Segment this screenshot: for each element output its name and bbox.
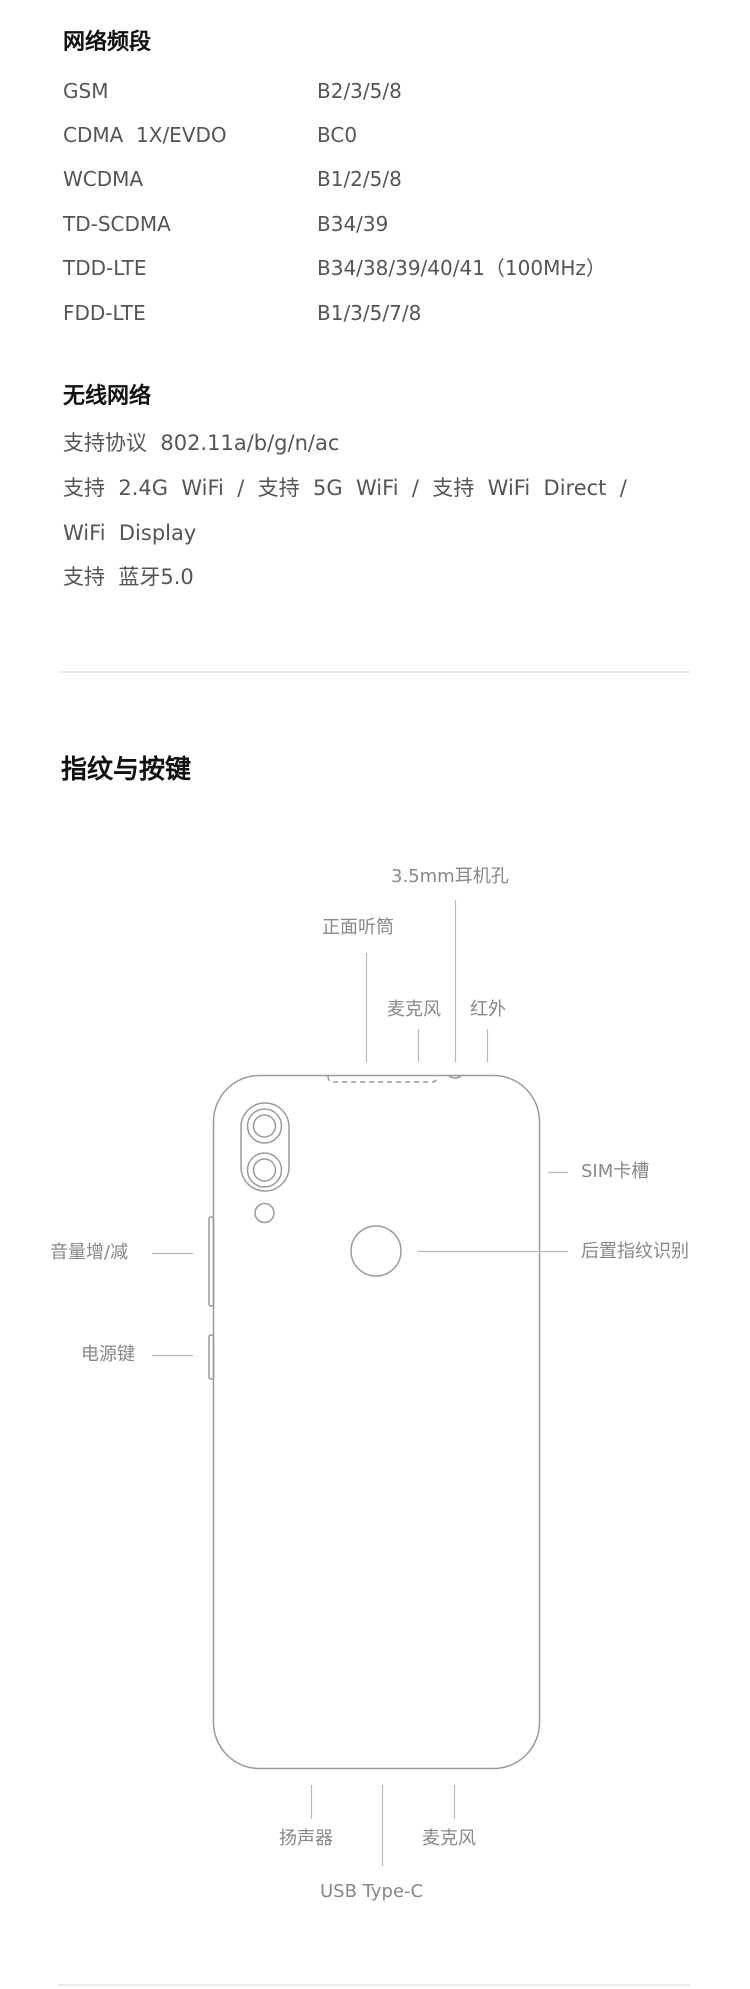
label-power: 电源键 bbox=[81, 1344, 135, 1365]
label-usb: USB Type-C bbox=[320, 1881, 424, 1902]
phone-outline bbox=[212, 1074, 541, 1770]
fingerprint-sensor bbox=[350, 1225, 402, 1277]
label-top-mic: 麦克风 bbox=[387, 999, 441, 1020]
table-row: FDD-LTE B1/3/5/7/8 bbox=[63, 298, 703, 328]
section-divider-bottom bbox=[58, 1984, 690, 1986]
label-rear-fingerprint: 后置指纹识别 bbox=[581, 1241, 689, 1262]
camera-lens-2-inner bbox=[252, 1158, 277, 1182]
table-row: GSM B2/3/5/8 bbox=[63, 76, 703, 106]
camera-lens-1-outer bbox=[246, 1108, 283, 1144]
band-label: FDD-LTE bbox=[63, 301, 146, 325]
wifi-protocol-line: 支持协议 802.11a/b/g/n/ac bbox=[63, 431, 340, 455]
band-value: B34/38/39/40/41（100MHz） bbox=[317, 256, 606, 280]
volume-button bbox=[208, 1216, 215, 1307]
band-value: B34/39 bbox=[317, 212, 389, 236]
band-value: B1/2/5/8 bbox=[317, 167, 402, 191]
section-title-fingerprint-keys: 指纹与按键 bbox=[61, 755, 192, 785]
table-row: TD-SCDMA B34/39 bbox=[63, 209, 703, 239]
section-title-network-bands: 网络频段 bbox=[63, 30, 152, 55]
label-earpiece: 正面听筒 bbox=[322, 917, 394, 938]
flash-icon bbox=[254, 1202, 275, 1224]
camera-lens-2-outer bbox=[246, 1152, 283, 1188]
label-speaker: 扬声器 bbox=[279, 1828, 333, 1849]
camera-module bbox=[240, 1102, 290, 1192]
table-row: CDMA 1X/EVDO BC0 bbox=[63, 120, 703, 150]
band-label: TDD-LTE bbox=[63, 256, 147, 280]
band-label: GSM bbox=[63, 79, 109, 103]
label-sim-slot: SIM卡槽 bbox=[581, 1161, 650, 1182]
label-infrared: 红外 bbox=[470, 999, 506, 1020]
wifi-display-line: WiFi Display bbox=[63, 521, 197, 545]
earpiece-slot bbox=[327, 1075, 438, 1083]
band-label: TD-SCDMA bbox=[63, 212, 171, 236]
bluetooth-line: 支持 蓝牙5.0 bbox=[63, 565, 194, 589]
label-bottom-mic: 麦克风 bbox=[422, 1828, 476, 1849]
band-label: CDMA 1X/EVDO bbox=[63, 123, 227, 147]
label-headphone-jack: 3.5mm耳机孔 bbox=[391, 866, 509, 887]
section-divider bbox=[58, 671, 690, 673]
table-row: WCDMA B1/2/5/8 bbox=[63, 164, 703, 194]
band-value: B2/3/5/8 bbox=[317, 79, 402, 103]
section-title-wireless: 无线网络 bbox=[63, 384, 152, 409]
band-label: WCDMA bbox=[63, 167, 144, 191]
table-row: TDD-LTE B34/38/39/40/41（100MHz） bbox=[63, 253, 703, 283]
label-volume: 音量增/减 bbox=[50, 1242, 129, 1263]
leader-lines bbox=[152, 900, 568, 1866]
wifi-support-line: 支持 2.4G WiFi / 支持 5G WiFi / 支持 WiFi Dire… bbox=[63, 476, 627, 500]
power-button bbox=[208, 1334, 215, 1380]
band-value: BC0 bbox=[317, 123, 358, 147]
camera-lens-1-inner bbox=[252, 1114, 277, 1138]
headphone-jack-notch bbox=[448, 1075, 462, 1079]
band-value: B1/3/5/7/8 bbox=[317, 301, 422, 325]
